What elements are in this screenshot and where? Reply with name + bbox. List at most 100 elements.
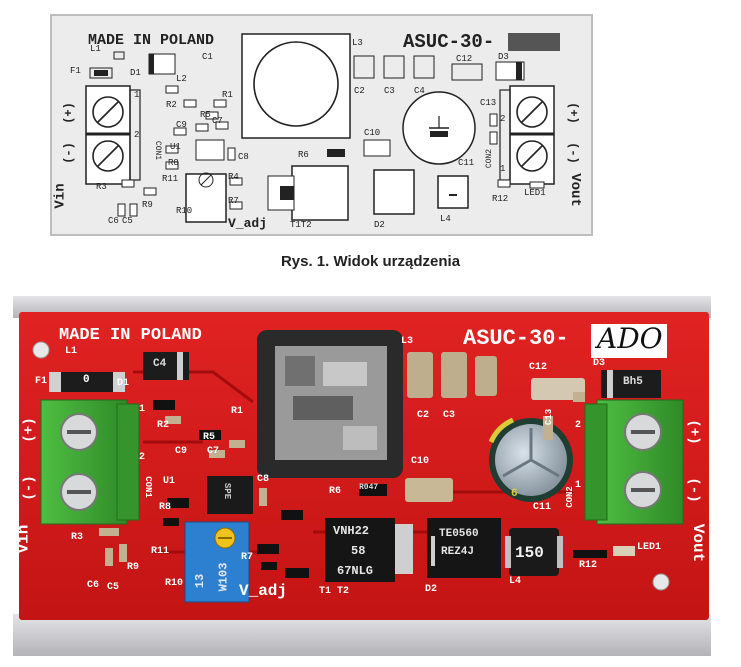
- label-led1: LED1: [524, 188, 546, 198]
- d3-marking: Bh5: [623, 376, 643, 388]
- label-r12: R12: [492, 194, 509, 204]
- photo-label-con1-pin2: 2: [139, 452, 146, 463]
- d1-marking: C4: [153, 358, 167, 370]
- label-c2: C2: [354, 86, 365, 96]
- label-r9: R9: [142, 200, 153, 210]
- photo-label-d3: D3: [593, 358, 606, 369]
- photo-label-r5: R5: [203, 432, 216, 443]
- photo-label-con2: CON2: [564, 486, 575, 508]
- label-r4: R4: [228, 172, 239, 182]
- label-l3: L3: [352, 38, 363, 48]
- capacitor-marking: 6: [511, 488, 518, 500]
- photo-label-r1: R1: [231, 406, 244, 417]
- photo-label-t1t2: T1 T2: [319, 586, 350, 597]
- label-vin: Vin: [52, 183, 69, 209]
- photo-label-r8: R8: [159, 502, 172, 513]
- photo-label-r7: R7: [241, 552, 254, 563]
- label-r6: R6: [298, 150, 309, 160]
- label-v-adj: V_adj: [228, 216, 268, 231]
- label-r7: R7: [228, 196, 239, 206]
- label-u1: U1: [170, 142, 181, 152]
- label-c1: C1: [202, 52, 213, 62]
- photo-label-c9: C9: [175, 446, 188, 457]
- photo-label-vin: Vin: [14, 524, 33, 554]
- photo-label-c6: C6: [87, 580, 100, 591]
- pot-marking-line2: 13: [193, 573, 208, 589]
- label-r11: R11: [162, 174, 179, 184]
- label-l4: L4: [440, 214, 451, 224]
- r6-marking: R047: [359, 483, 379, 492]
- photo-label-out-plus: (+): [685, 419, 702, 445]
- photo-label-c2: C2: [417, 410, 430, 421]
- model-label: ASUC-30-: [403, 31, 495, 53]
- photo-label-c7: C7: [207, 446, 220, 457]
- photo-label-l1: L1: [65, 346, 78, 357]
- label-c9: C9: [176, 120, 187, 130]
- label-in-minus: (-): [61, 142, 76, 164]
- photo-label-r2: R2: [157, 420, 170, 431]
- label-l2: L2: [176, 74, 187, 84]
- diode-marking-line2: REZ4J: [441, 546, 475, 558]
- photo-label-led1: LED1: [637, 542, 662, 553]
- label-r10: R10: [176, 206, 193, 216]
- handwritten-suffix: ADO: [597, 322, 663, 355]
- model-suffix-redaction: [508, 33, 560, 51]
- photo-model-label: ASUC-30-: [463, 326, 569, 351]
- label-c5: C5: [122, 216, 133, 226]
- label-in-plus: (+): [61, 102, 76, 124]
- photo-label-c12: C12: [529, 362, 548, 373]
- label-c13: C13: [480, 98, 497, 108]
- photo-label-r6: R6: [329, 486, 342, 497]
- pcb-layout-diagram: MADE IN POLAND ASUC-30-: [50, 14, 593, 236]
- label-l1: L1: [90, 44, 101, 54]
- photo-label-c8: C8: [257, 474, 270, 485]
- pcb-photo: MADE IN POLAND ASUC-30- ADO L1 F1 D1 R1 …: [13, 292, 713, 662]
- label-t1t2: T1T2: [290, 220, 312, 230]
- photo-label-f1: F1: [35, 376, 48, 387]
- photo-label-r10: R10: [165, 578, 184, 589]
- label-vout: Vout: [566, 173, 583, 207]
- made-in-label: MADE IN POLAND: [88, 32, 215, 49]
- label-con2: CON2: [485, 148, 495, 169]
- label-r3: R3: [96, 182, 107, 192]
- label-c7: C7: [212, 116, 223, 126]
- photo-label-con2-pin1: 1: [575, 480, 582, 491]
- label-con1-pin1: 1: [134, 90, 140, 100]
- pot-marking-line1: W103: [216, 562, 231, 592]
- photo-board: [13, 296, 711, 656]
- label-c10: C10: [364, 128, 381, 138]
- photo-label-c13: C13: [544, 408, 555, 426]
- photo-label-l3: L3: [401, 336, 414, 347]
- label-out-minus: (-): [565, 142, 580, 164]
- figure-caption: Rys. 1. Widok urządzenia: [280, 253, 461, 270]
- photo-label-r11: R11: [151, 546, 170, 557]
- ic-marking: SPE: [222, 482, 233, 500]
- label-con1: CON1: [153, 140, 163, 161]
- photo-made-in-label: MADE IN POLAND: [59, 326, 202, 345]
- photo-label-c3: C3: [443, 410, 456, 421]
- label-con2-pin1: 1: [500, 164, 506, 174]
- photo-label-r12: R12: [579, 560, 598, 571]
- photo-label-in-plus: (+): [21, 417, 38, 443]
- mosfet-marking-line3: 67NLG: [337, 564, 374, 578]
- mosfet-marking-line2: 58: [351, 544, 366, 558]
- photo-label-d1: D1: [117, 378, 130, 389]
- photo-label-in-minus: (-): [21, 475, 38, 501]
- label-con1-pin2: 2: [134, 130, 140, 140]
- label-c12: C12: [456, 54, 473, 64]
- photo-label-out-minus: (-): [685, 477, 702, 503]
- photo-label-v-adj: V_adj: [239, 582, 288, 600]
- handwritten-label-patch: [591, 324, 667, 358]
- label-r8: R8: [168, 158, 179, 168]
- label-c4: C4: [414, 86, 425, 96]
- label-c6: C6: [108, 216, 119, 226]
- label-r5: R5: [200, 110, 211, 120]
- mosfet-marking-line1: VNH22: [333, 524, 370, 538]
- photo-label-con1: CON1: [142, 476, 153, 498]
- diagram-footprints: [85, 33, 555, 223]
- photo-label-c11: C11: [533, 502, 552, 513]
- label-c11: C11: [458, 158, 475, 168]
- photo-label-vout: Vout: [689, 523, 708, 563]
- label-out-plus: (+): [565, 102, 580, 124]
- fuse-marking: 0: [83, 374, 90, 386]
